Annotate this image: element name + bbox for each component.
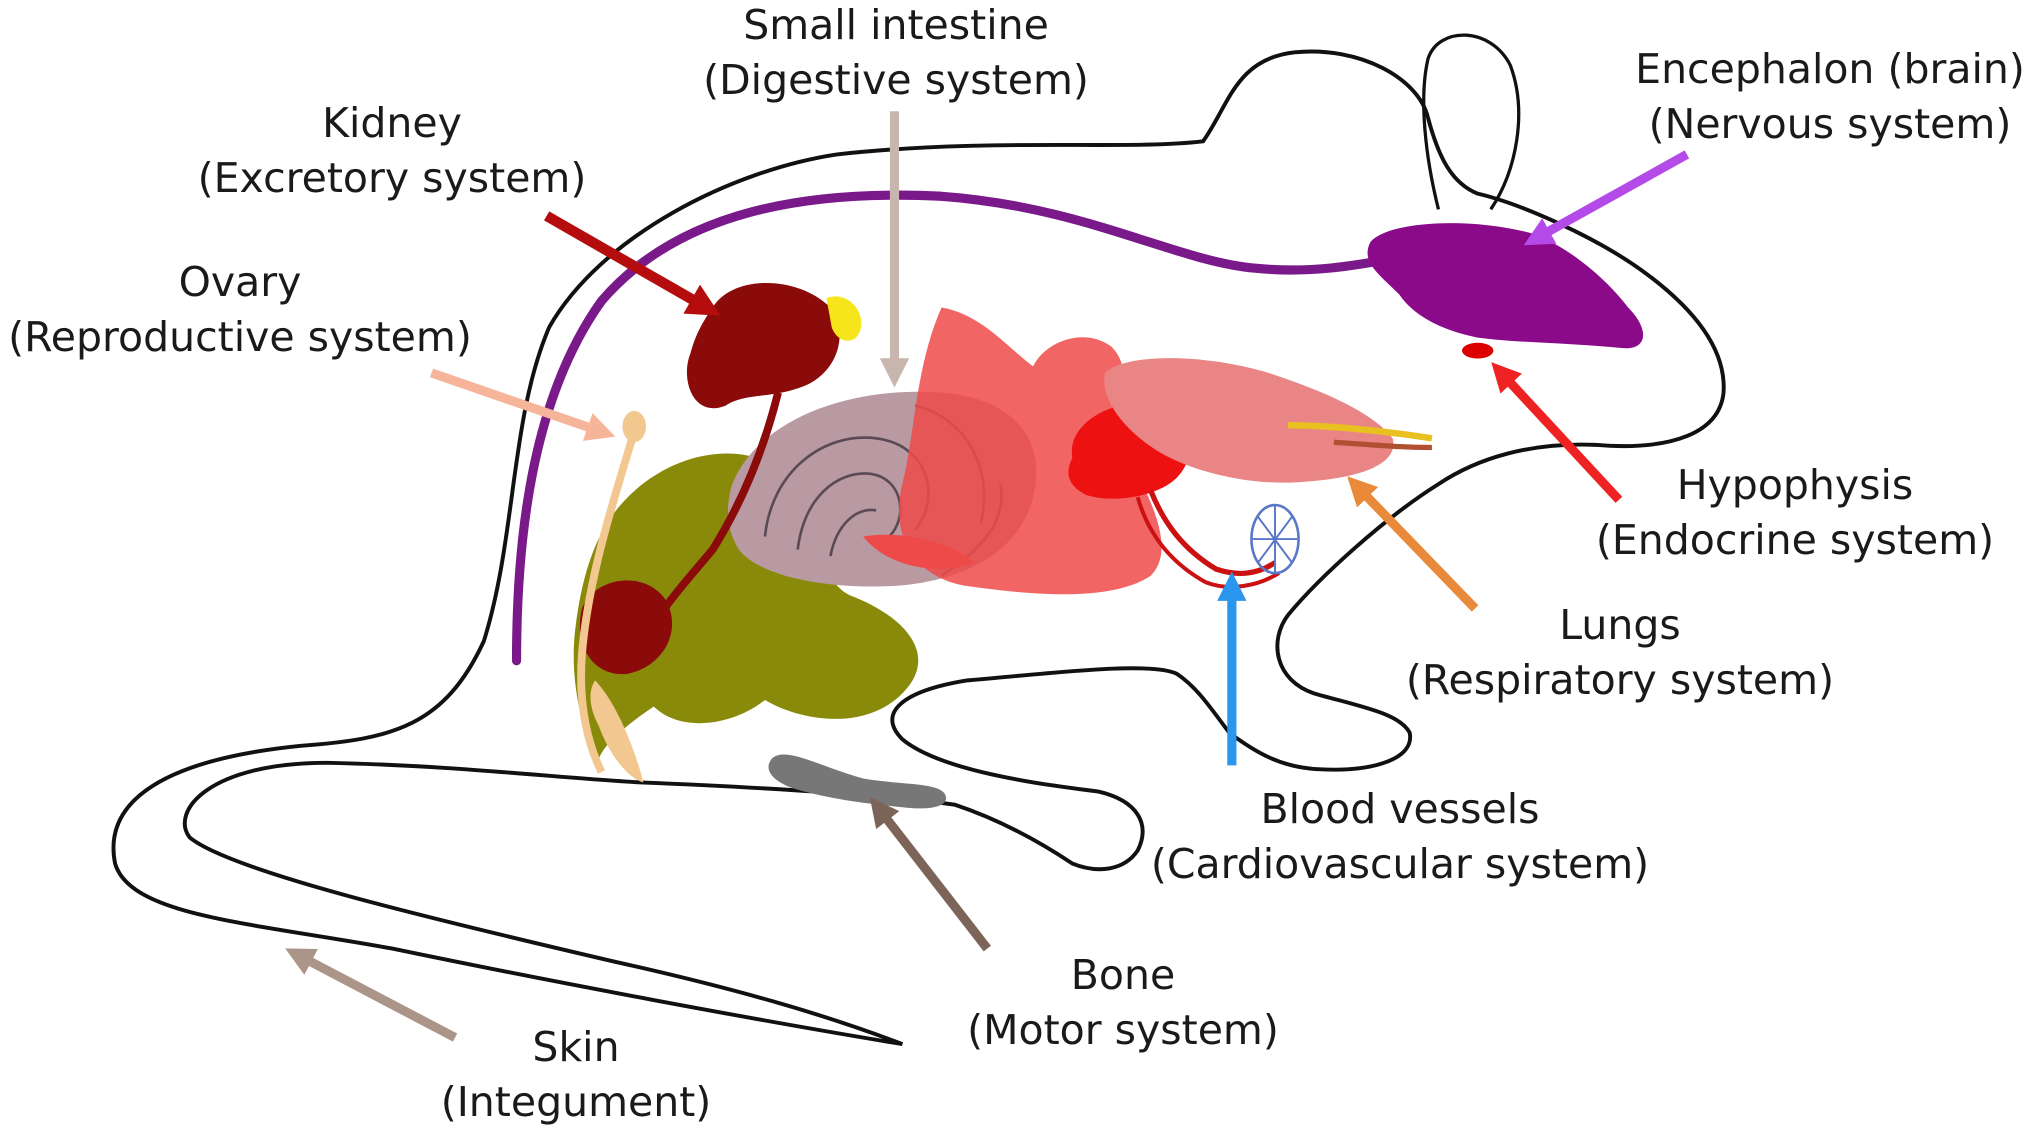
label-small-intestine: Small intestine (Digestive system) [703,0,1089,108]
label-lungs-system: (Respiratory system) [1405,656,1835,704]
hypophysis [1462,342,1494,359]
label-blood-vessels: Blood vessels (Cardiovascular system) [1151,782,1649,892]
arrow-kidney [544,211,721,316]
intestine-folds [763,404,1003,577]
kidney [686,282,840,409]
colon [573,453,919,772]
label-blood-vessels-name: Blood vessels [1260,785,1540,833]
label-ovary-system: (Reproductive system) [8,313,472,361]
arrow-bone [869,797,991,952]
esophagus [1333,439,1432,451]
arrow-encephalon [1523,150,1690,246]
label-kidney-system: (Excretory system) [197,154,587,202]
spinal-cord [511,190,1417,666]
label-bone: Bone (Motor system) [967,948,1279,1058]
trachea [1288,421,1433,442]
liver-lobe [863,534,975,569]
brain [1367,223,1644,349]
label-blood-vessels-system: (Cardiovascular system) [1150,840,1650,888]
capillary-net [1252,505,1298,574]
arrow-skin [285,948,458,1042]
rat-ear [1422,33,1521,211]
label-ovary-name: Ovary [178,258,302,306]
lungs [1104,358,1394,483]
arrow-lungs [1347,476,1479,612]
label-ovary: Ovary (Reproductive system) [8,255,472,365]
rat-body-outline [111,49,1726,1047]
aorta [1148,489,1277,577]
arrow-ovary [430,368,616,441]
label-skin-system: (Integument) [440,1078,712,1126]
vena [1135,496,1280,589]
label-encephalon-name: Encephalon (brain) [1635,45,2025,93]
label-encephalon-system: (Nervous system) [1648,100,2012,148]
label-bone-system: (Motor system) [967,1006,1279,1054]
label-kidney-name: Kidney [322,99,462,147]
label-kidney: Kidney (Excretory system) [198,96,587,206]
liver [898,307,1162,595]
label-small-intestine-system: (Digestive system) [703,56,1089,104]
ovary [622,410,646,443]
label-encephalon: Encephalon (brain) (Nervous system) [1635,42,2025,152]
label-hypophysis-name: Hypophysis [1676,461,1914,509]
arrow-hypophysis [1491,362,1623,503]
label-bone-name: Bone [1070,951,1176,999]
uterus [590,680,644,783]
label-skin-name: Skin [532,1023,620,1071]
label-skin: Skin (Integument) [441,1020,712,1130]
adrenal-gland [826,296,862,341]
bladder [579,580,673,675]
label-small-intestine-name: Small intestine [743,1,1049,49]
label-lungs: Lungs (Respiratory system) [1406,598,1834,708]
label-hypophysis-system: (Endocrine system) [1595,516,1995,564]
label-lungs-name: Lungs [1559,601,1681,649]
label-hypophysis: Hypophysis (Endocrine system) [1596,458,1994,568]
oviduct [577,430,638,774]
bone [768,754,947,809]
